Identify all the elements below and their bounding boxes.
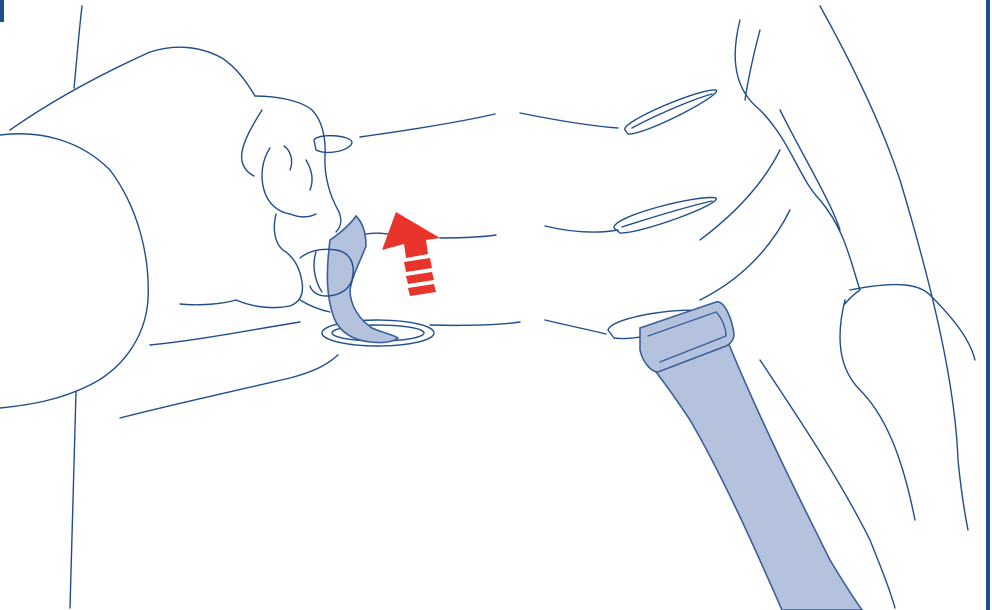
arrow-head: [382, 212, 440, 258]
arrow-stripe-2: [406, 272, 434, 284]
right-shoulder-strap: [640, 302, 862, 610]
arrow-stripe-3: [408, 284, 436, 296]
slot-right-middle: [614, 198, 716, 234]
seat-outline: [70, 6, 975, 608]
arrow-stripe-1: [404, 258, 432, 272]
strap-body-left: [327, 216, 398, 343]
arrow-up-icon: [382, 212, 440, 296]
left-shoulder-strap: [327, 216, 398, 343]
strap-body-right: [646, 342, 862, 610]
hand-icon: [0, 47, 353, 408]
seat-contours: [120, 113, 618, 418]
slot-right-top: [625, 90, 717, 134]
harness-slots: [314, 90, 717, 346]
slot-left-top: [314, 136, 352, 153]
